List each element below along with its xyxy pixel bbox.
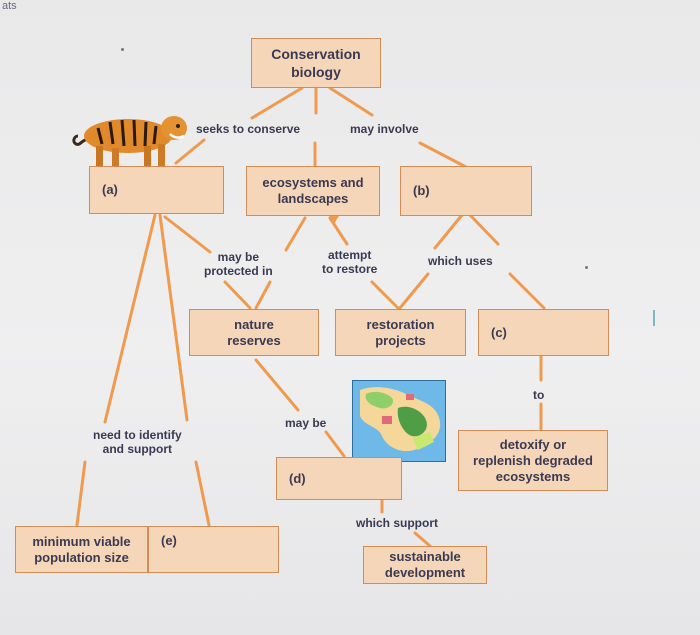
label-may-be: may be [285,416,327,430]
edge-mark [653,310,655,326]
corner-text: ats [2,0,17,12]
speck-mark [585,266,588,269]
label-may-be-protected-in: may be protected in [204,250,273,278]
tiger-image [72,116,187,166]
label-which-uses: which uses [428,254,493,268]
node-e: (e) [148,526,279,573]
map-image [352,380,446,462]
label-seeks-to-conserve: seeks to conserve [196,122,301,136]
node-minimum-viable-population-size: minimum viable population size [15,526,148,573]
node-detoxify: detoxify or replenish degraded ecosystem… [458,430,608,491]
label-attempt-to-restore: attempt to restore [322,248,378,276]
node-d: (d) [276,457,402,500]
node-c: (c) [478,309,609,356]
label-need-to-identify-and-support: need to identify and support [93,428,182,456]
node-b: (b) [400,166,532,216]
label-which-support: which support [356,516,438,530]
speck-mark [121,48,124,51]
node-ecosystems-and-landscapes: ecosystems and landscapes [246,166,380,216]
node-restoration-projects: restoration projects [335,309,466,356]
node-a: (a) [89,166,224,214]
node-nature-reserves: nature reserves [189,309,319,356]
label-to: to [533,388,545,402]
node-conservation-biology: Conservation biology [251,38,381,88]
node-sustainable-development: sustainable development [363,546,487,584]
label-may-involve: may involve [350,122,419,136]
